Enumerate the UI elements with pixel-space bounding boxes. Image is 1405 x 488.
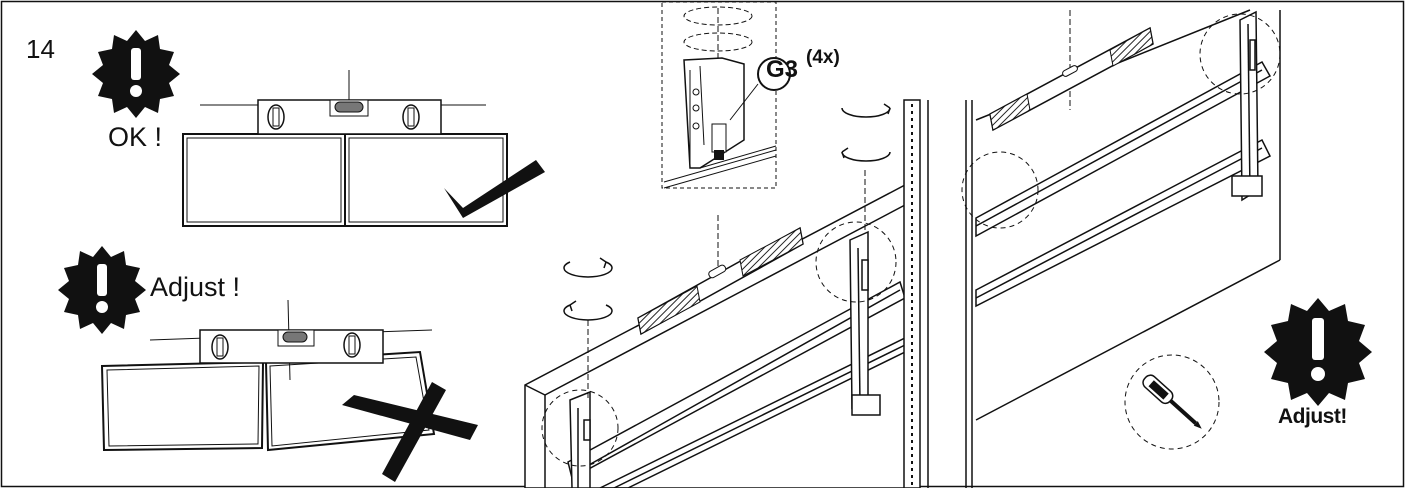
warning-burst-icon bbox=[1264, 298, 1372, 406]
spirit-level-icon bbox=[989, 26, 1154, 132]
adjust-label: Adjust ! bbox=[150, 272, 241, 302]
spirit-level-icon bbox=[637, 226, 804, 336]
wall-board-right bbox=[975, 9, 1281, 421]
screwdriver-icon bbox=[1142, 374, 1202, 429]
cross-icon bbox=[342, 382, 478, 482]
warning-burst-icon bbox=[92, 30, 180, 118]
detail-inset bbox=[661, 1, 791, 189]
adjust-label-right: Adjust! bbox=[1278, 405, 1347, 428]
misaligned-panels bbox=[100, 299, 436, 452]
part-id-label: G3 bbox=[766, 56, 799, 83]
part-quantity-label: (4x) bbox=[806, 47, 840, 68]
step-number: 14 bbox=[26, 34, 55, 64]
bracket-right-far bbox=[1231, 10, 1263, 202]
support-pole bbox=[903, 99, 973, 488]
ok-label: OK ! bbox=[108, 122, 163, 152]
mounting-rail bbox=[975, 60, 1272, 308]
bracket-right bbox=[849, 230, 881, 416]
rotate-arrows-icon bbox=[841, 103, 891, 162]
checkmark-icon bbox=[444, 160, 545, 218]
ok-panels bbox=[182, 70, 508, 227]
bracket-left bbox=[569, 390, 591, 488]
spirit-level-icon bbox=[199, 329, 384, 364]
spirit-level-icon bbox=[257, 99, 442, 135]
warning-burst-icon bbox=[58, 246, 146, 334]
rotate-arrows-icon bbox=[563, 257, 613, 321]
